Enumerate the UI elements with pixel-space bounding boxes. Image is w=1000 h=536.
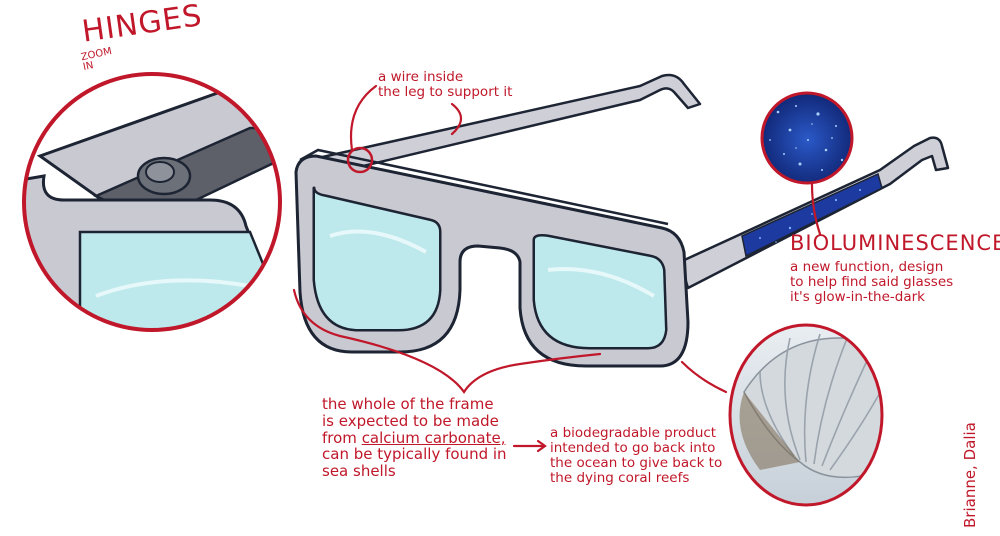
glow-strip xyxy=(741,172,883,258)
frame-note-line-2: is expected to be made xyxy=(322,411,499,430)
brace-to-shell xyxy=(680,360,728,394)
annotation-connectors xyxy=(292,84,822,453)
wire-note-line-1: a wire inside xyxy=(378,69,464,85)
frame-note-prefix: from xyxy=(322,428,362,447)
left-lens-highlight xyxy=(329,229,427,254)
right-lens-highlight xyxy=(547,267,656,298)
frame-note-line-3: from calcium carbonate, xyxy=(322,428,507,447)
frame-note-line-1: the whole of the frame xyxy=(322,395,494,413)
frame-brace xyxy=(292,288,602,394)
bioluminescence-description: a new function, design to help find said… xyxy=(790,259,954,306)
wire-connector xyxy=(450,102,463,136)
author-credit: Brianne, Dalia xyxy=(961,422,979,528)
glasses-illustration xyxy=(294,73,950,368)
frame-note-line-4: can be typically found in xyxy=(322,445,507,464)
wire-note: a wire inside the leg to support it xyxy=(378,69,513,101)
frame-note-line-5: sea shells xyxy=(322,462,396,481)
bioluminescence-line-3: it's glow-in-the-dark xyxy=(790,289,925,306)
material-arrow-head xyxy=(536,439,547,453)
wire-to-hinge-connector xyxy=(350,84,378,152)
right-lens xyxy=(533,234,668,349)
frame-material-note: the whole of the frame is expected to be… xyxy=(322,396,507,480)
biodegradable-line-4: the dying coral reefs xyxy=(550,470,690,487)
biodegradable-note: a biodegradable product intended to go b… xyxy=(550,425,723,487)
bioluminescent-texture-icon xyxy=(760,91,854,185)
hinge-zoom-icon xyxy=(22,72,282,332)
biodegradable-line-2: intended to go back into xyxy=(550,440,716,457)
biodegradable-line-3: the ocean to give back to xyxy=(550,455,723,472)
hinge-marker xyxy=(346,146,374,174)
seashell-icon xyxy=(728,323,884,507)
glow-connector xyxy=(810,182,822,236)
biodegradable-line-1: a biodegradable product xyxy=(550,425,717,441)
bioluminescence-title: BIOLUMINESCENCE xyxy=(790,231,1000,255)
calcium-carbonate-label: calcium carbonate, xyxy=(361,428,506,447)
bioluminescence-line-1: a new function, design xyxy=(790,259,944,275)
left-lens xyxy=(313,187,441,331)
glow-strip-specks xyxy=(759,189,861,243)
frame-top-edge xyxy=(299,148,669,226)
bioluminescence-line-2: to help find said glasses xyxy=(790,274,954,291)
far-temple xyxy=(316,73,702,174)
wire-note-line-2: the leg to support it xyxy=(378,84,513,101)
